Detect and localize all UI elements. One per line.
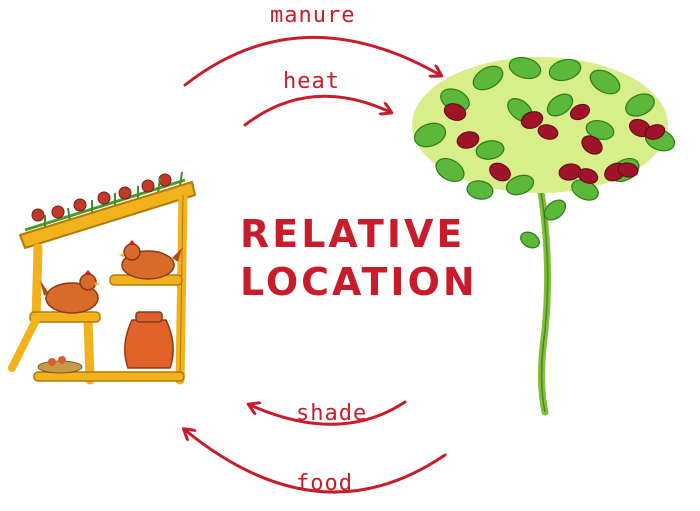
- label-shade: shade: [296, 401, 367, 426]
- arrow-manure: manure: [183, 3, 440, 87]
- arrow-food: food: [185, 430, 447, 496]
- arrow-heat: heat: [243, 69, 390, 127]
- clay-pot: [124, 311, 174, 369]
- label-manure: manure: [270, 3, 355, 28]
- hen-lower: [40, 270, 100, 314]
- chicken-coop-illustration: [8, 171, 196, 385]
- hen-upper: [119, 240, 182, 280]
- label-heat: heat: [283, 69, 340, 94]
- roof-plants: [24, 171, 186, 232]
- title-line-2: LOCATION: [240, 260, 478, 304]
- title: RELATIVE LOCATION: [240, 212, 478, 304]
- label-food: food: [296, 471, 353, 496]
- fruit-tree-illustration: [412, 56, 676, 416]
- arrow-shade: shade: [250, 400, 407, 426]
- title-line-1: RELATIVE: [240, 212, 465, 256]
